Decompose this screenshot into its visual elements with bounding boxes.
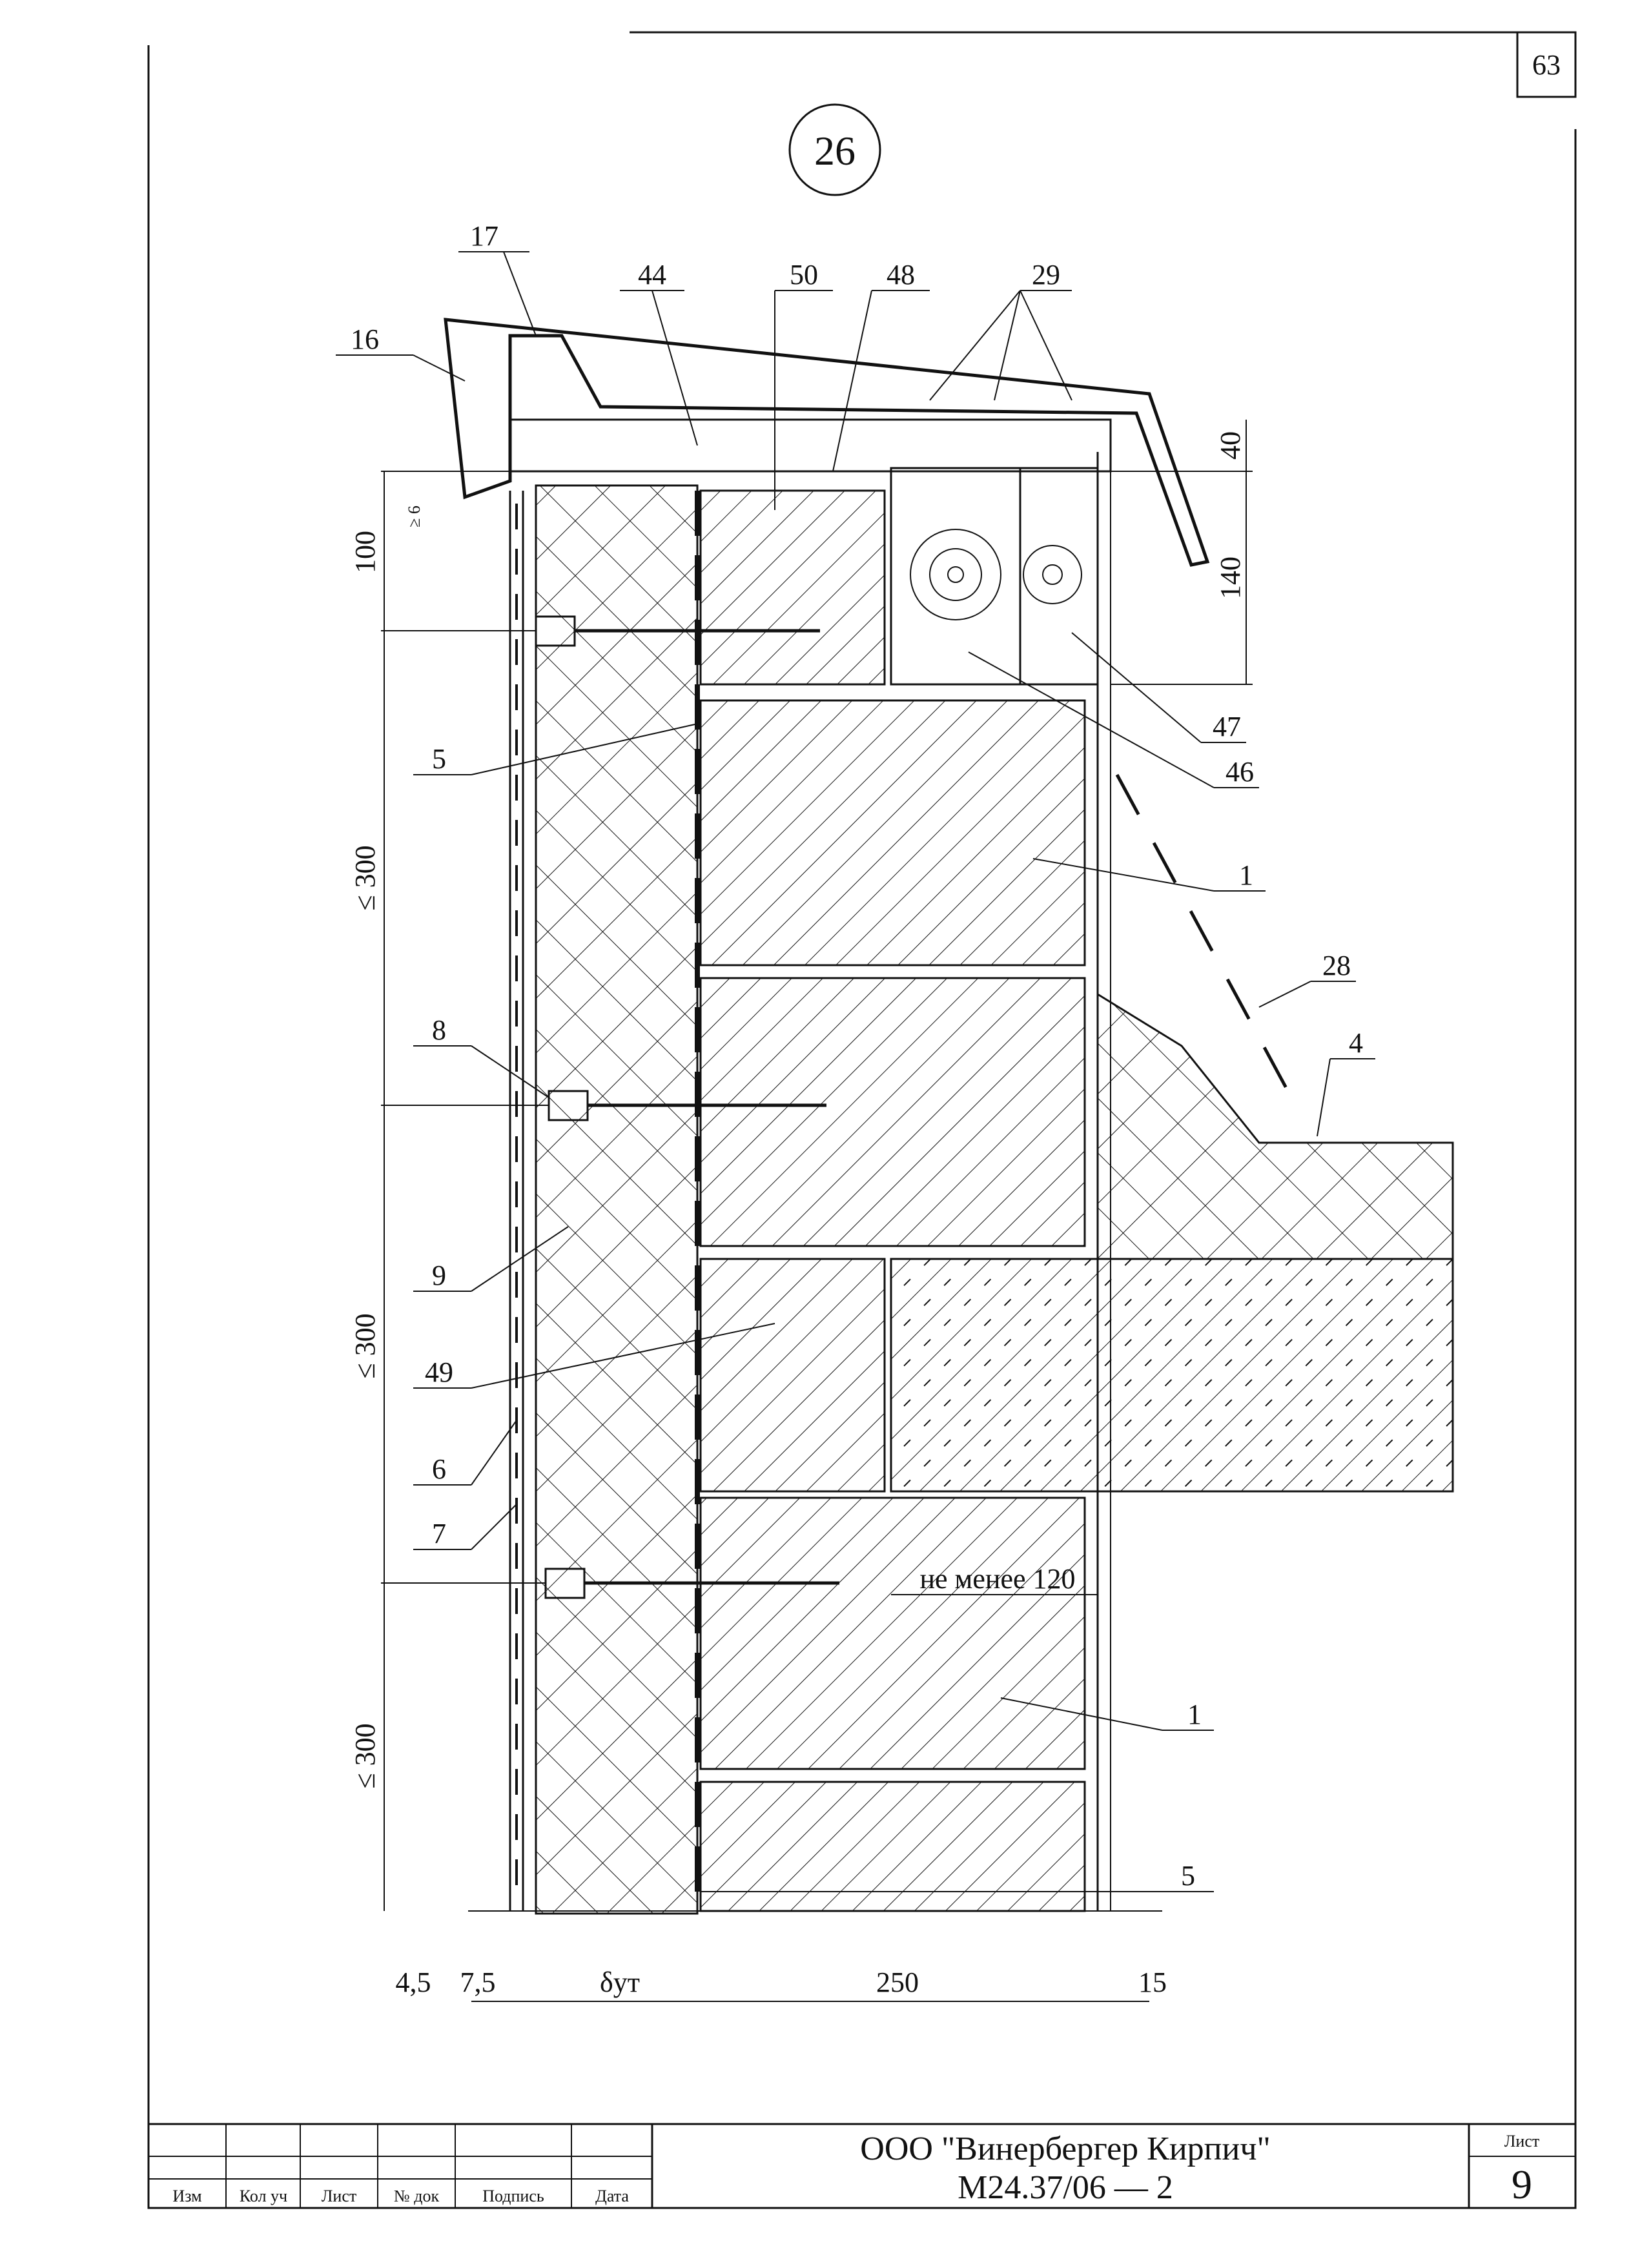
callout-50: 50 bbox=[790, 259, 818, 291]
sheet-number-top: 63 bbox=[1532, 49, 1561, 81]
callout-49: 49 bbox=[425, 1356, 453, 1388]
dim-min-6: ≥ 6 bbox=[405, 506, 424, 527]
callout-7: 7 bbox=[432, 1518, 446, 1549]
roof-insulation bbox=[1096, 992, 1454, 1260]
tb-company: ООО "Винербергер Кирпич" bbox=[860, 2130, 1270, 2167]
callout-1-bottom: 1 bbox=[1187, 1699, 1202, 1730]
dim-bottom-7-5: 7,5 bbox=[460, 1967, 496, 1998]
dimension-lines bbox=[381, 420, 1253, 2002]
detail-marker-circle bbox=[788, 103, 881, 196]
dim-max-300-a: ≤ 300 bbox=[349, 845, 381, 910]
callout-4: 4 bbox=[1349, 1027, 1363, 1059]
roof-membrane-dashed bbox=[1115, 773, 1293, 1099]
note-min-120: не менее 120 bbox=[919, 1563, 1075, 1595]
callout-44: 44 bbox=[638, 259, 666, 291]
tb-col-signature: Подпись bbox=[482, 2187, 544, 2205]
leader-lines bbox=[336, 251, 1375, 1892]
dim-100: 100 bbox=[349, 531, 381, 573]
callout-9: 9 bbox=[432, 1260, 446, 1291]
masonry-wall bbox=[699, 489, 1086, 1912]
floor-slab bbox=[890, 1258, 1454, 1493]
dim-max-300-c: ≤ 300 bbox=[349, 1723, 381, 1788]
tb-sheet-value: 9 bbox=[1512, 2161, 1532, 2207]
insulation-layer bbox=[535, 484, 699, 1915]
callout-5-top: 5 bbox=[432, 743, 446, 775]
tb-doc-code: М24.37/06 — 2 bbox=[958, 2169, 1173, 2206]
dim-max-300-b: ≤ 300 bbox=[349, 1313, 381, 1378]
callout-16: 16 bbox=[351, 323, 379, 355]
callout-48: 48 bbox=[887, 259, 915, 291]
callout-29: 29 bbox=[1032, 259, 1060, 291]
tb-col-izm: Изм bbox=[172, 2187, 201, 2205]
callout-47: 47 bbox=[1213, 711, 1241, 742]
dim-140: 140 bbox=[1215, 557, 1246, 599]
dim-bottom-4-5: 4,5 bbox=[396, 1967, 431, 1998]
tb-col-date: Дата bbox=[595, 2187, 629, 2205]
detail-number: 26 bbox=[814, 128, 856, 174]
tb-sheet-label: Лист bbox=[1504, 2132, 1539, 2151]
callout-6: 6 bbox=[432, 1453, 446, 1485]
title-block bbox=[147, 2123, 1577, 2209]
tb-col-kol: Кол уч bbox=[240, 2187, 287, 2205]
callout-17: 17 bbox=[470, 220, 498, 252]
dim-bottom-15: 15 bbox=[1138, 1967, 1167, 1998]
dim-40: 40 bbox=[1215, 431, 1246, 460]
parapet-flashing bbox=[444, 318, 1210, 567]
anchors bbox=[535, 615, 839, 1599]
tb-col-doc: № док bbox=[394, 2187, 440, 2205]
dim-bottom-250: 250 bbox=[876, 1967, 919, 1998]
callout-5-bottom: 5 bbox=[1181, 1860, 1195, 1892]
tb-col-list: Лист bbox=[322, 2187, 356, 2205]
callout-46: 46 bbox=[1225, 756, 1254, 788]
callout-8: 8 bbox=[432, 1014, 446, 1046]
callout-28: 28 bbox=[1322, 950, 1351, 981]
callout-1-top: 1 bbox=[1239, 859, 1253, 891]
dim-bottom-delta: δут bbox=[600, 1967, 640, 1998]
